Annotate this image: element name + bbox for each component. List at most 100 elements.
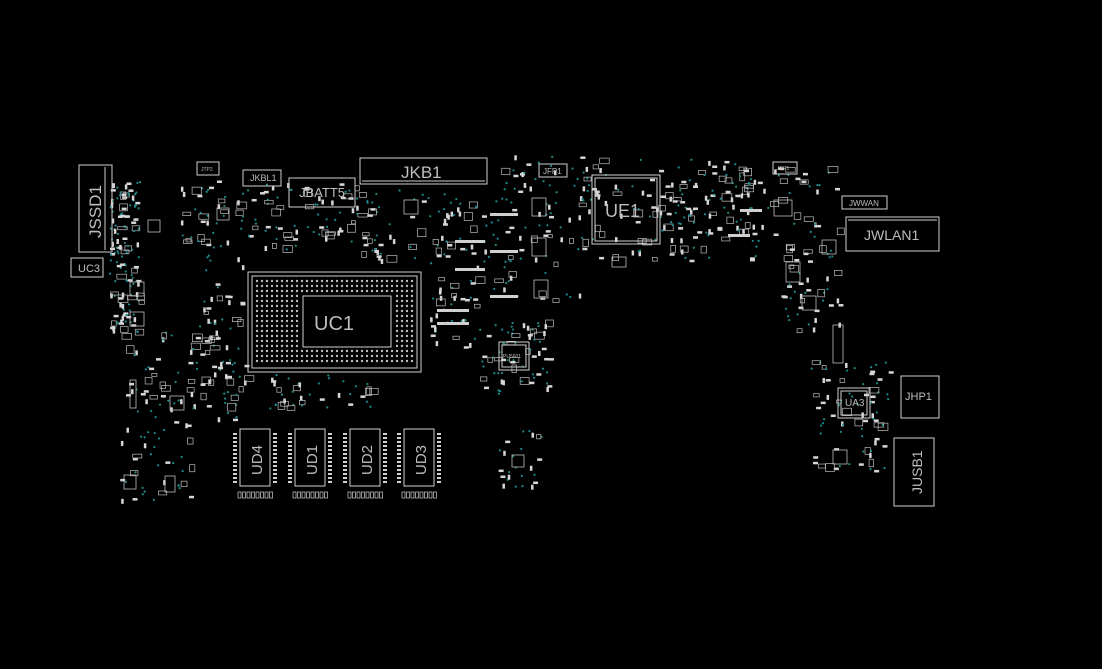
small-component: [286, 405, 296, 411]
connector-jfp1[interactable]: JFP1: [538, 163, 568, 178]
uc1-ball: [405, 329, 409, 333]
chip-ud2[interactable]: UD2: [349, 428, 381, 487]
small-component: [131, 225, 141, 232]
via: [436, 244, 439, 247]
uc1-ball: [270, 344, 274, 348]
uc1-ball: [310, 279, 314, 283]
chip-uc3[interactable]: UC3: [70, 257, 104, 278]
via: [469, 279, 473, 283]
memory-pin: [233, 457, 237, 459]
connector-jwlan1[interactable]: JWLAN1: [845, 216, 940, 252]
misc-parts: [123, 197, 848, 493]
via: [133, 354, 136, 357]
via: [754, 255, 757, 258]
chip-uc1[interactable]: UC1: [247, 271, 422, 373]
uc1-ball: [395, 304, 399, 308]
via: [205, 269, 208, 272]
passive-pad: [672, 200, 678, 203]
connector-jrp1[interactable]: JRP1: [772, 161, 798, 175]
passive-pad: [119, 302, 122, 308]
via: [344, 190, 347, 193]
small-component: [438, 277, 446, 282]
via: [275, 226, 278, 229]
small-component: [452, 335, 460, 340]
via: [520, 380, 523, 383]
uc1-ball: [330, 284, 334, 288]
connector-jkb1[interactable]: JKB1: [359, 157, 488, 185]
uc1-ball: [320, 354, 324, 358]
via: [178, 486, 181, 490]
small-component: [793, 212, 802, 220]
passive-pad: [869, 400, 875, 404]
chip-ud4[interactable]: UD4: [239, 428, 271, 487]
uc1-ball: [400, 284, 404, 288]
passive-pad: [826, 394, 830, 400]
passive-pad: [641, 190, 645, 196]
via: [190, 236, 193, 239]
via: [294, 244, 297, 247]
uc1-ball: [320, 289, 324, 293]
passive-pad: [374, 247, 377, 253]
via: [266, 198, 269, 201]
passive-pad: [752, 224, 756, 230]
memory-pin: [328, 457, 332, 459]
memory-cap: [237, 491, 242, 499]
passive-pad: [438, 289, 442, 295]
via: [690, 158, 693, 161]
small-component: [435, 247, 442, 255]
via: [233, 361, 236, 364]
small-components-layer: [108, 155, 894, 504]
passive-pad: [113, 314, 119, 318]
uc1-ball: [285, 324, 289, 328]
uc1-ball: [285, 314, 289, 318]
uc1-ball: [320, 279, 324, 283]
via: [192, 407, 195, 410]
chip-ua3[interactable]: UA3: [837, 387, 871, 419]
chip-pu5601[interactable]: PU5601: [498, 341, 530, 371]
memory-pin: [383, 473, 387, 475]
uc1-ball: [410, 334, 414, 338]
passive-pad: [681, 180, 687, 184]
connector-jwwan[interactable]: JWWAN: [841, 195, 888, 210]
via: [246, 189, 250, 192]
via: [209, 321, 212, 325]
connector-jbatt5[interactable]: JBATT5: [288, 177, 356, 208]
chip-ud1[interactable]: UD1: [294, 428, 326, 487]
memory-pin: [273, 449, 277, 451]
passive-pad: [226, 240, 230, 246]
passive-pad: [244, 364, 250, 368]
connector-jusb1[interactable]: JUSB1: [893, 437, 935, 507]
via: [254, 218, 257, 221]
small-component: [299, 400, 306, 406]
via: [388, 223, 391, 226]
uc1-ball: [315, 279, 319, 283]
passive-pad: [200, 383, 206, 386]
small-component: [138, 299, 145, 305]
via: [207, 254, 210, 257]
uc1-ball: [335, 349, 339, 353]
uc1-ball: [330, 349, 334, 353]
connector-jhp1[interactable]: JHP1: [900, 375, 940, 419]
uc1-ball: [290, 304, 294, 308]
chip-ue1[interactable]: UE1: [591, 174, 661, 245]
chip-ud3[interactable]: UD3: [403, 428, 435, 487]
uc1-ball-grid: [255, 279, 414, 363]
connector-jkbl1[interactable]: JKBL1: [242, 169, 282, 187]
via: [674, 211, 677, 214]
connector-jtp2[interactable]: JTP2: [196, 161, 220, 176]
via: [875, 363, 878, 366]
via: [377, 206, 381, 209]
uc1-ball: [355, 284, 359, 288]
uc1-ball: [300, 279, 304, 283]
via: [342, 380, 345, 383]
via: [821, 299, 825, 302]
passive-pad: [453, 295, 456, 301]
connector-jssd1[interactable]: JSSD1: [78, 164, 113, 253]
via: [684, 206, 687, 209]
passive-pad: [149, 367, 155, 371]
via: [496, 237, 499, 240]
small-component: [652, 257, 658, 262]
uc1-ball: [295, 329, 299, 333]
small-component: [182, 211, 192, 216]
passive-pad: [531, 432, 535, 438]
